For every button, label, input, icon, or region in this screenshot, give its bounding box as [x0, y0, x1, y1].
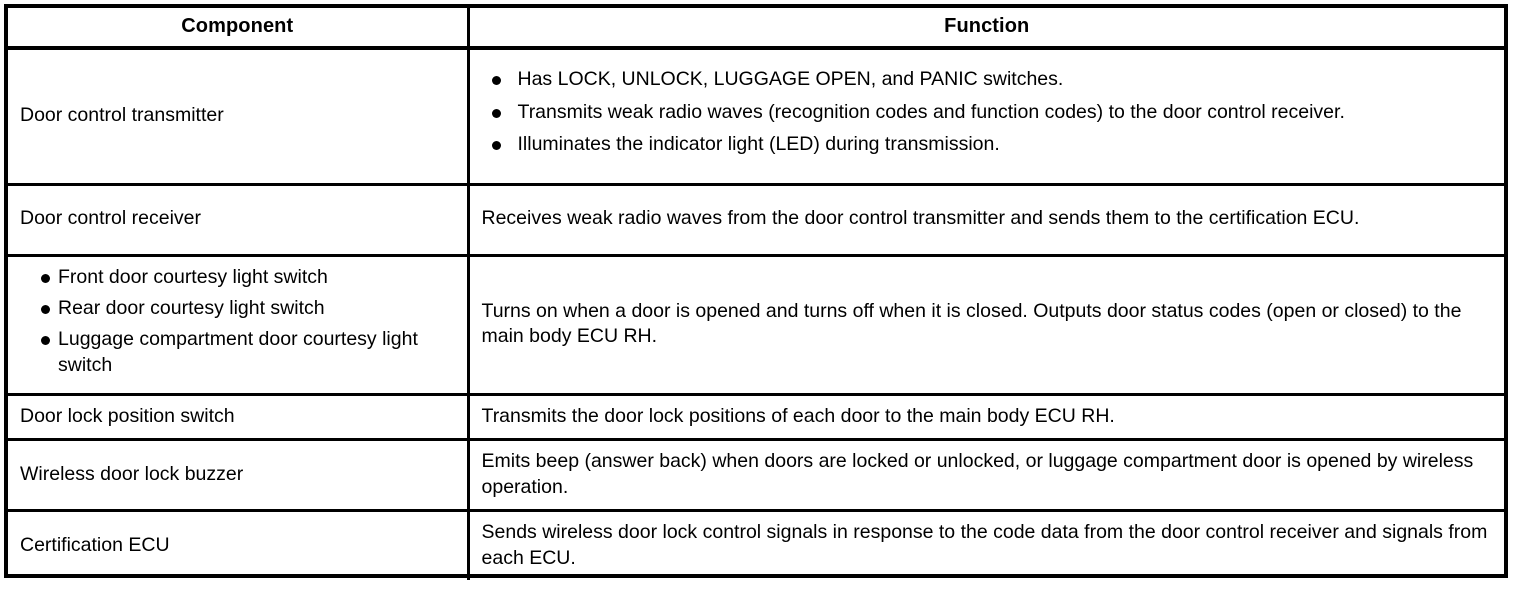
component-label: Door lock position switch [20, 404, 235, 427]
component-cell-door-lock-position-switch: Door lock position switch [8, 392, 470, 440]
component-label: Door control receiver [20, 207, 201, 230]
table-row: Certification ECU Sends wireless door loc… [8, 509, 1504, 580]
component-cell-certification-ecu: Certification ECU [8, 509, 470, 580]
function-description: Emits beep (answer back) when doors are … [481, 450, 1474, 498]
bullet-dot-icon [491, 76, 501, 86]
function-description: Transmits the door lock positions of eac… [481, 404, 1115, 427]
function-cell-door-control-transmitter: Has LOCK, UNLOCK, LUGGAGE OPEN, and PANI… [468, 48, 1504, 184]
bullet-dot-icon [491, 108, 501, 118]
bullet-dot-icon [41, 304, 50, 314]
function-cell-door-lock-position-switch: Transmits the door lock positions of eac… [468, 392, 1504, 440]
component-cell-door-control-transmitter: Door control transmitter [8, 48, 470, 184]
component-bullet-item: Rear door courtesy light switch [20, 296, 459, 321]
table-row: Door control transmitter Has LOCK, UNLOCK… [8, 48, 1504, 184]
function-bullet-item: Illuminates the indicator light (LED) du… [482, 132, 1491, 157]
function-cell-wireless-door-lock-buzzer: Emits beep (answer back) when doors are … [468, 438, 1504, 511]
bullet-dot-icon [41, 273, 50, 283]
function-cell-door-control-receiver: Receives weak radio waves from the door … [468, 182, 1504, 255]
bullet-dot-icon [41, 336, 50, 346]
function-bullet-item: Transmits weak radio waves (recognition … [482, 100, 1491, 125]
table-row: Wireless door lock buzzer Emits beep (ans… [8, 438, 1504, 511]
function-bullet-text: Transmits weak radio waves (recognition … [517, 100, 1345, 123]
table-header: Component Function [8, 8, 1504, 50]
column-header-function: Function [468, 8, 1504, 50]
component-function-table: Component Function Door control transmit… [4, 4, 1508, 580]
function-bullet-text: Illuminates the indicator light (LED) du… [517, 132, 1000, 155]
function-cell-courtesy-light-switches: Turns on when a door is opened and turns… [468, 253, 1504, 395]
component-bullet-text: Front door courtesy light switch [58, 265, 328, 288]
component-bullet-text: Rear door courtesy light switch [58, 296, 325, 319]
function-cell-certification-ecu: Sends wireless door lock control signals… [468, 509, 1504, 580]
function-description: Receives weak radio waves from the door … [481, 207, 1360, 230]
component-label: Certification ECU [20, 533, 170, 556]
spec-table: Component Function Door control transmit… [8, 8, 1504, 580]
table-row: Door lock position switch Transmits the d… [8, 392, 1504, 440]
component-bullet-text: Luggage compartment door courtesy light … [58, 328, 418, 376]
header-row: Component Function [8, 8, 1504, 50]
function-description: Turns on when a door is opened and turns… [481, 299, 1462, 348]
function-bullet-item: Has LOCK, UNLOCK, LUGGAGE OPEN, and PANI… [482, 67, 1491, 92]
function-bullet-list: Has LOCK, UNLOCK, LUGGAGE OPEN, and PANI… [482, 67, 1491, 157]
table-body: Door control transmitter Has LOCK, UNLOCK… [8, 48, 1504, 580]
component-bullet-item: Front door courtesy light switch [20, 265, 459, 290]
component-cell-wireless-door-lock-buzzer: Wireless door lock buzzer [8, 438, 470, 511]
component-label: Wireless door lock buzzer [20, 463, 244, 486]
component-label: Door control transmitter [20, 104, 224, 127]
column-header-component: Component [8, 8, 470, 50]
function-bullet-text: Has LOCK, UNLOCK, LUGGAGE OPEN, and PANI… [517, 68, 1064, 91]
bullet-dot-icon [491, 140, 501, 150]
component-cell-door-control-receiver: Door control receiver [8, 182, 470, 255]
component-bullet-item: Luggage compartment door courtesy light … [20, 327, 459, 378]
function-description: Sends wireless door lock control signals… [481, 521, 1488, 569]
table-row: Door control receiver Receives weak radio… [8, 182, 1504, 255]
